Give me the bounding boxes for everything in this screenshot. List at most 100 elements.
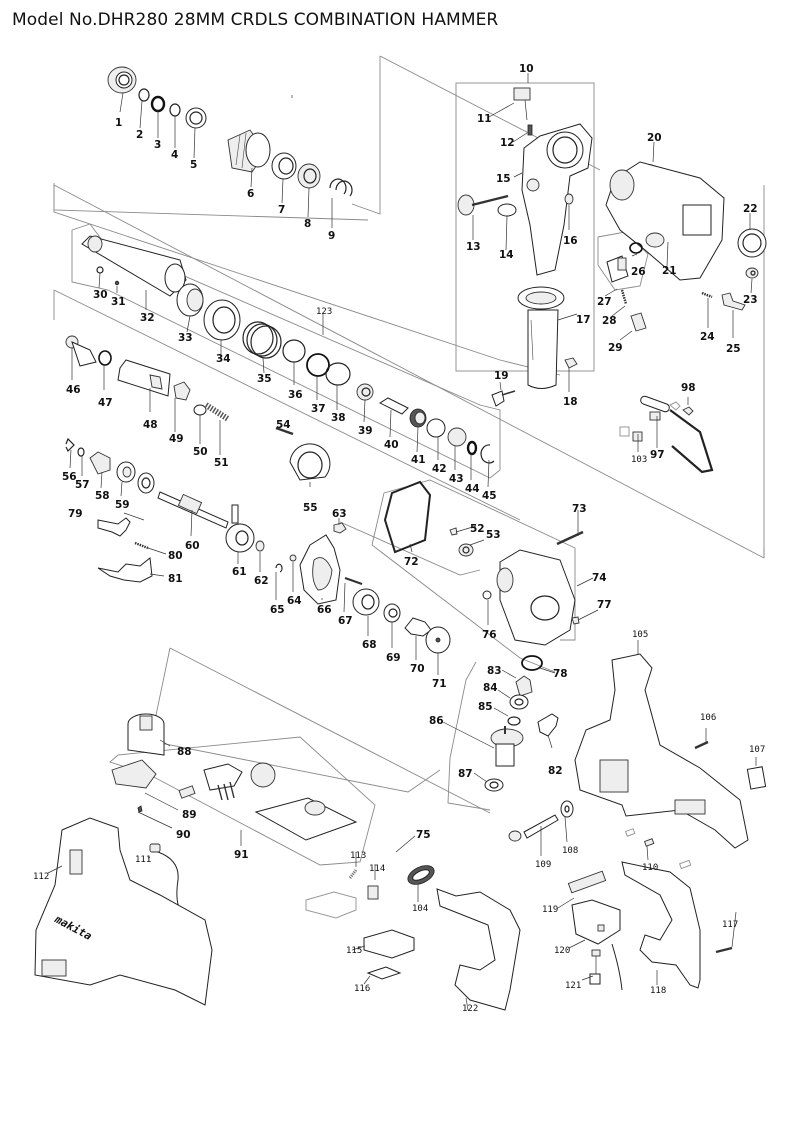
- part-111-cable[interactable]: [149, 843, 181, 911]
- part-23-washer[interactable]: [745, 267, 759, 279]
- part-118-handle-half[interactable]: [621, 861, 701, 989]
- part-89-board[interactable]: [111, 759, 157, 789]
- part-62-washer[interactable]: [255, 540, 265, 552]
- label-118[interactable]: 118: [650, 986, 666, 996]
- part-83-fan-cap[interactable]: [515, 675, 533, 697]
- part-24-spring[interactable]: [701, 291, 713, 299]
- part-52-screw[interactable]: [449, 527, 458, 536]
- label-52[interactable]: 52: [470, 523, 485, 535]
- label-91[interactable]: 91: [234, 849, 249, 861]
- label-3[interactable]: 3: [154, 139, 161, 151]
- label-73[interactable]: 73: [572, 503, 587, 515]
- label-65[interactable]: 65: [270, 604, 285, 616]
- part-88-stator[interactable]: [127, 713, 165, 756]
- label-33[interactable]: 33: [178, 332, 193, 344]
- label-112[interactable]: 112: [33, 872, 49, 882]
- label-26[interactable]: 26: [631, 266, 646, 278]
- part-59-bearing[interactable]: [116, 461, 136, 483]
- part-45-snap-ring[interactable]: [480, 444, 495, 464]
- part-91-controller[interactable]: [178, 762, 358, 841]
- label-113[interactable]: 113: [350, 851, 366, 861]
- label-111[interactable]: 111: [135, 855, 151, 865]
- part-103b-plate[interactable]: [619, 426, 630, 437]
- label-11[interactable]: 11: [477, 113, 492, 125]
- label-13[interactable]: 13: [466, 241, 481, 253]
- part-115-switch-board[interactable]: [363, 929, 415, 959]
- label-31[interactable]: 31: [111, 296, 126, 308]
- label-32[interactable]: 32: [140, 312, 155, 324]
- part-98b-screw[interactable]: [669, 401, 681, 411]
- label-21[interactable]: 21: [662, 265, 677, 277]
- part-6-sleeve[interactable]: [227, 129, 271, 173]
- part-78-oring[interactable]: [521, 655, 543, 671]
- part-25-bracket[interactable]: [721, 292, 746, 311]
- label-14[interactable]: 14: [499, 249, 514, 261]
- part-66-cover-plate[interactable]: [299, 534, 341, 605]
- label-107[interactable]: 107: [749, 745, 765, 755]
- part-30-ball[interactable]: [96, 266, 104, 274]
- label-88[interactable]: 88: [177, 746, 192, 758]
- part-121-lead-wire[interactable]: [589, 949, 601, 985]
- label-60[interactable]: 60: [185, 540, 200, 552]
- label-117[interactable]: 117: [722, 920, 738, 930]
- part-39-bearing[interactable]: [356, 383, 374, 401]
- label-5[interactable]: 5: [190, 159, 197, 171]
- label-55[interactable]: 55: [303, 502, 318, 514]
- part-69-bearing[interactable]: [383, 603, 401, 623]
- part-8-washer[interactable]: [297, 163, 321, 189]
- label-98[interactable]: 98: [681, 382, 696, 394]
- part-116-label[interactable]: [366, 966, 402, 980]
- label-103[interactable]: 103: [631, 455, 647, 465]
- label-15[interactable]: 15: [496, 173, 511, 185]
- part-112-battery-housing[interactable]: makita: [34, 817, 213, 1006]
- part-65-ring[interactable]: [275, 563, 283, 573]
- part-117-screw[interactable]: [715, 946, 733, 954]
- label-80[interactable]: 80: [168, 550, 183, 562]
- part-48-cylinder[interactable]: [117, 359, 171, 397]
- part-51-spring[interactable]: [204, 402, 230, 422]
- label-78[interactable]: 78: [553, 668, 568, 680]
- label-9[interactable]: 9: [328, 230, 335, 242]
- label-72[interactable]: 72: [404, 556, 419, 568]
- part-50-pin[interactable]: [193, 404, 207, 416]
- label-105[interactable]: 105: [632, 630, 648, 640]
- part-73-pin[interactable]: [556, 530, 584, 546]
- label-2[interactable]: 2: [136, 129, 143, 141]
- label-40[interactable]: 40: [384, 439, 399, 451]
- part-61-crank[interactable]: [225, 504, 255, 553]
- part-106-screw[interactable]: [694, 740, 709, 750]
- part-19-knob[interactable]: [491, 390, 516, 407]
- label-16[interactable]: 16: [563, 235, 578, 247]
- label-23[interactable]: 23: [743, 294, 758, 306]
- part-84-bearing[interactable]: [509, 694, 529, 710]
- label-120[interactable]: 120: [554, 946, 570, 956]
- part-98-screw[interactable]: [682, 406, 694, 416]
- label-18[interactable]: 18: [563, 396, 578, 408]
- part-7-bearing-ring[interactable]: [271, 152, 297, 180]
- part-22-seal[interactable]: [737, 228, 767, 258]
- label-74[interactable]: 74: [592, 572, 607, 584]
- label-84[interactable]: 84: [483, 682, 498, 694]
- label-69[interactable]: 69: [386, 652, 401, 664]
- label-121[interactable]: 121: [565, 981, 581, 991]
- label-39[interactable]: 39: [358, 425, 373, 437]
- label-50[interactable]: 50: [193, 446, 208, 458]
- part-44-oring[interactable]: [466, 440, 478, 456]
- label-115[interactable]: 115: [346, 946, 362, 956]
- label-53[interactable]: 53: [486, 529, 501, 541]
- label-45[interactable]: 45: [482, 490, 497, 502]
- label-35[interactable]: 35: [257, 373, 272, 385]
- label-20[interactable]: 20: [647, 132, 662, 144]
- part-9-spring[interactable]: [329, 178, 353, 197]
- part-43-cap[interactable]: [447, 427, 467, 447]
- label-59[interactable]: 59: [115, 499, 130, 511]
- part-79-lever[interactable]: [97, 517, 131, 537]
- part-113-spring[interactable]: [348, 869, 358, 879]
- label-119[interactable]: 119: [542, 905, 558, 915]
- label-90[interactable]: 90: [176, 829, 191, 841]
- label-36[interactable]: 36: [288, 389, 303, 401]
- part-110c-spring[interactable]: [678, 859, 692, 870]
- part-31-ball[interactable]: [114, 280, 120, 286]
- part-74-gear-housing[interactable]: [496, 549, 576, 646]
- part-15-handle-body[interactable]: [521, 123, 593, 276]
